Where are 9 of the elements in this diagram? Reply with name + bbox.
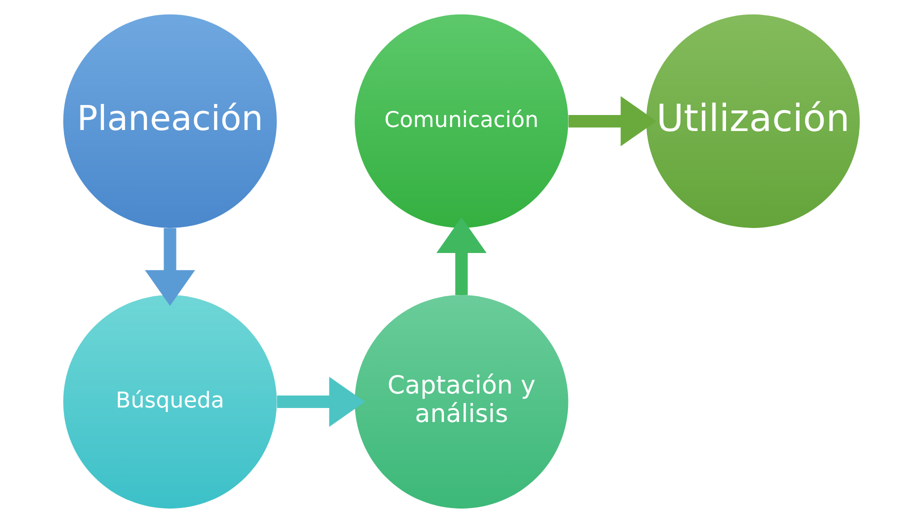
node-circle: Comunicación	[354, 14, 568, 228]
arrow	[277, 376, 365, 427]
arrow	[568, 96, 656, 146]
node-circle: Planeación	[63, 14, 277, 228]
arrow	[436, 217, 487, 296]
node-circle: Captación y análisis	[354, 295, 568, 509]
node-circle: Utilización	[646, 14, 860, 228]
arrow	[144, 228, 196, 306]
node-circle: Búsqueda	[63, 295, 277, 509]
